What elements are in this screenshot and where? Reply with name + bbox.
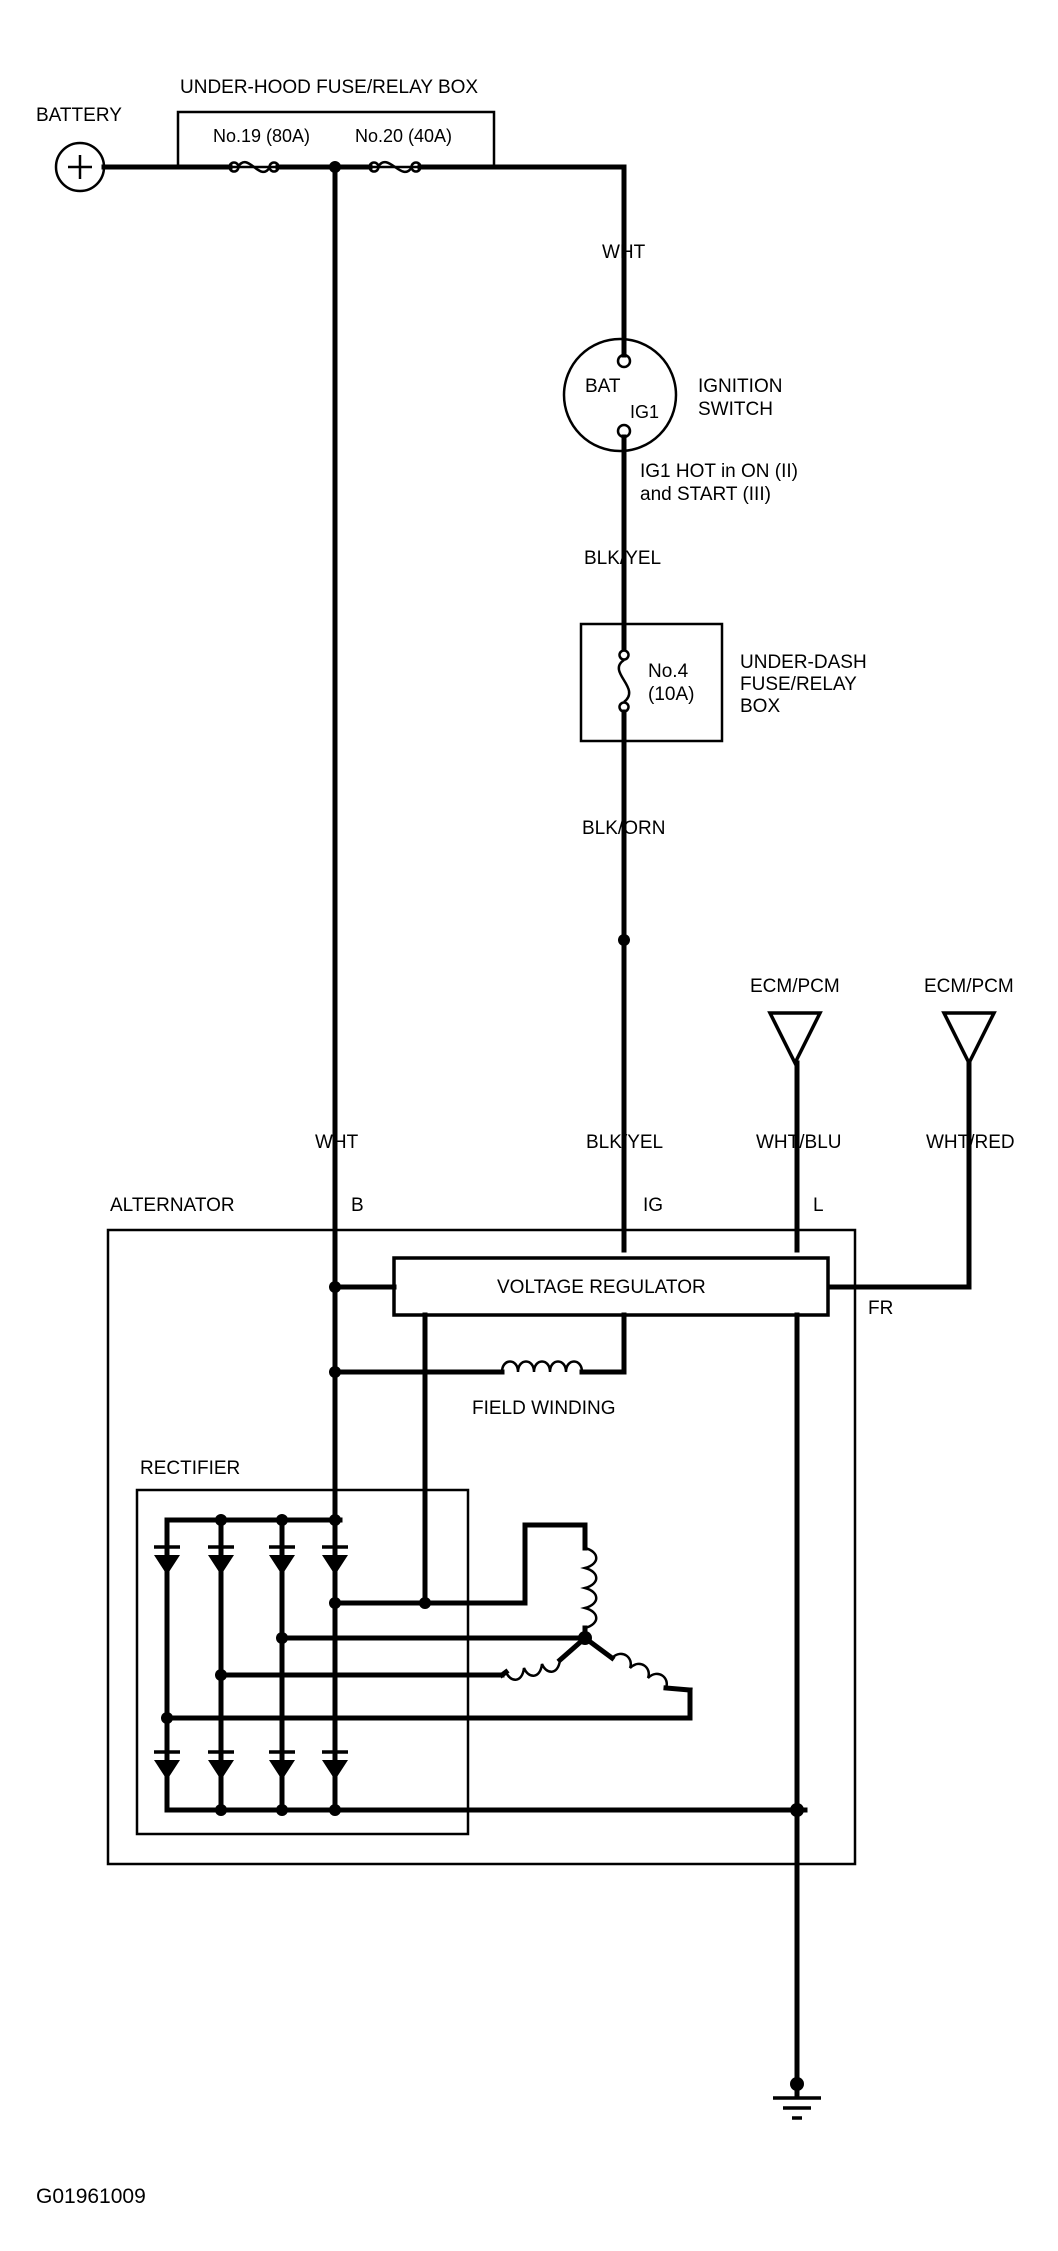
stator-windings (498, 1546, 693, 1693)
ignition-ig1-terminal: IG1 (630, 402, 659, 422)
rectifier-diodes-lower (154, 1750, 348, 1780)
field-winding-label: FIELD WINDING (472, 1398, 616, 1419)
ecm-pcm-label-2: ECM/PCM (924, 976, 1014, 997)
wire-color-wht-blu: WHT/BLU (756, 1132, 842, 1153)
fuse-4-label-2: (10A) (648, 684, 694, 705)
fuse-4-symbol (617, 649, 631, 713)
alternator-label: ALTERNATOR (110, 1195, 235, 1216)
rectifier-diodes-upper (154, 1545, 348, 1575)
ecm-pcm-triangle-2 (941, 1011, 997, 1067)
ig1-hot-note-1: IG1 HOT in ON (II) (640, 461, 798, 482)
junction-dot (329, 1281, 341, 1293)
junction-dot (329, 1366, 341, 1378)
fuse-19-label: No.19 (80A) (213, 126, 310, 146)
field-winding-coil (500, 1360, 584, 1373)
underdash-box-label-1: UNDER-DASH (740, 652, 867, 673)
ignition-bat-terminal: BAT (585, 376, 621, 397)
underdash-box-label-2: FUSE/RELAY (740, 674, 857, 695)
fuse-20-label: No.20 (40A) (355, 126, 452, 146)
ignition-switch-label-2: SWITCH (698, 399, 773, 420)
rectifier-label: RECTIFIER (140, 1458, 240, 1479)
terminal-b: B (351, 1195, 364, 1216)
ground-symbol (773, 2081, 821, 2120)
wire-color-blk-yel-top: BLK/YEL (584, 548, 661, 569)
figure-id: G01961009 (36, 2185, 146, 2208)
ig1-hot-note-2: and START (III) (640, 484, 771, 505)
underhood-fuse-box-label: UNDER-HOOD FUSE/RELAY BOX (180, 77, 478, 98)
underdash-box-label-3: BOX (740, 696, 780, 717)
rectifier-box (135, 1488, 470, 1836)
ignition-switch-label-1: IGNITION (698, 376, 782, 397)
terminal-l: L (813, 1195, 824, 1216)
wire-color-wht-mid: WHT (315, 1132, 359, 1153)
battery-label: BATTERY (36, 105, 122, 126)
ignition-switch (562, 337, 678, 453)
ecm-pcm-label-1: ECM/PCM (750, 976, 840, 997)
battery-symbol (54, 141, 106, 193)
fuse-4-label-1: No.4 (648, 661, 689, 682)
ecm-pcm-triangle-1 (767, 1011, 823, 1067)
wire-color-wht-top: WHT (602, 242, 646, 263)
alternator-box (106, 1228, 857, 1866)
wire-color-blk-orn: BLK/ORN (582, 818, 665, 839)
underdash-fuse-box (579, 622, 724, 743)
terminal-fr: FR (868, 1298, 893, 1319)
voltage-regulator-label: VOLTAGE REGULATOR (497, 1277, 706, 1298)
terminal-ig: IG (643, 1195, 663, 1216)
wire-color-wht-red: WHT/RED (926, 1132, 1015, 1153)
wire-color-blk-yel-mid: BLK/YEL (586, 1132, 663, 1153)
